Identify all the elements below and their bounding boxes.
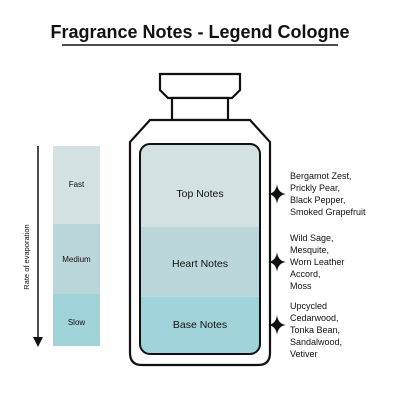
- note-line: Mesquite,: [290, 245, 329, 255]
- zone-top-fill: [140, 144, 260, 227]
- zone-label-base: Base Notes: [173, 319, 227, 331]
- scale-label-medium: Medium: [62, 255, 91, 264]
- note-line: Upcycled: [290, 301, 327, 311]
- note-line: Tonka Bean,: [290, 325, 340, 335]
- sparkle-icon: [268, 252, 286, 272]
- base-notes-list: Upcycled Cedarwood, Tonka Bean, Sandalwo…: [290, 301, 342, 359]
- note-line: Vetiver: [290, 349, 318, 359]
- scale-box-slow: [53, 294, 100, 346]
- scale-box-medium: [53, 224, 100, 294]
- note-line: Cedarwood,: [290, 313, 339, 323]
- evaporation-axis: Rate of evaporation: [22, 146, 43, 347]
- zone-label-heart: Heart Notes: [172, 258, 228, 270]
- note-line: Prickly Pear,: [290, 183, 340, 193]
- bottle-cap: [158, 72, 242, 100]
- note-line: Black Pepper,: [290, 195, 346, 205]
- heart-notes-list: Wild Sage, Mesquite, Worn Leather Accord…: [290, 233, 344, 291]
- axis-arrow-icon: [33, 337, 43, 347]
- zone-label-top: Top Notes: [176, 188, 223, 200]
- zone-base-fill: [140, 297, 260, 354]
- axis-label: Rate of evaporation: [22, 224, 31, 289]
- note-line: Moss: [290, 281, 312, 291]
- scale-box-fast: [53, 146, 100, 224]
- note-line: Smoked Grapefruit: [290, 207, 366, 217]
- bottle-neck: [170, 96, 230, 122]
- note-line: Worn Leather: [290, 257, 344, 267]
- sparkle-icon: [268, 315, 286, 335]
- note-line: Wild Sage,: [290, 233, 334, 243]
- top-notes-list: Bergamot Zest, Prickly Pear, Black Peppe…: [290, 171, 366, 217]
- zone-heart-fill: [140, 227, 260, 297]
- scale-label-fast: Fast: [69, 180, 85, 189]
- note-line: Bergamot Zest,: [290, 171, 352, 181]
- sparkle-icon: [268, 184, 286, 204]
- evaporation-scale: Fast Medium Slow: [53, 146, 100, 346]
- page-title: Fragrance Notes - Legend Cologne: [50, 22, 349, 42]
- cologne-bottle: Top Notes Heart Notes Base Notes: [128, 72, 272, 367]
- note-line: Sandalwood,: [290, 337, 342, 347]
- bottle-inner-outline: [139, 143, 261, 355]
- note-line: Accord,: [290, 269, 321, 279]
- scale-label-slow: Slow: [68, 318, 86, 327]
